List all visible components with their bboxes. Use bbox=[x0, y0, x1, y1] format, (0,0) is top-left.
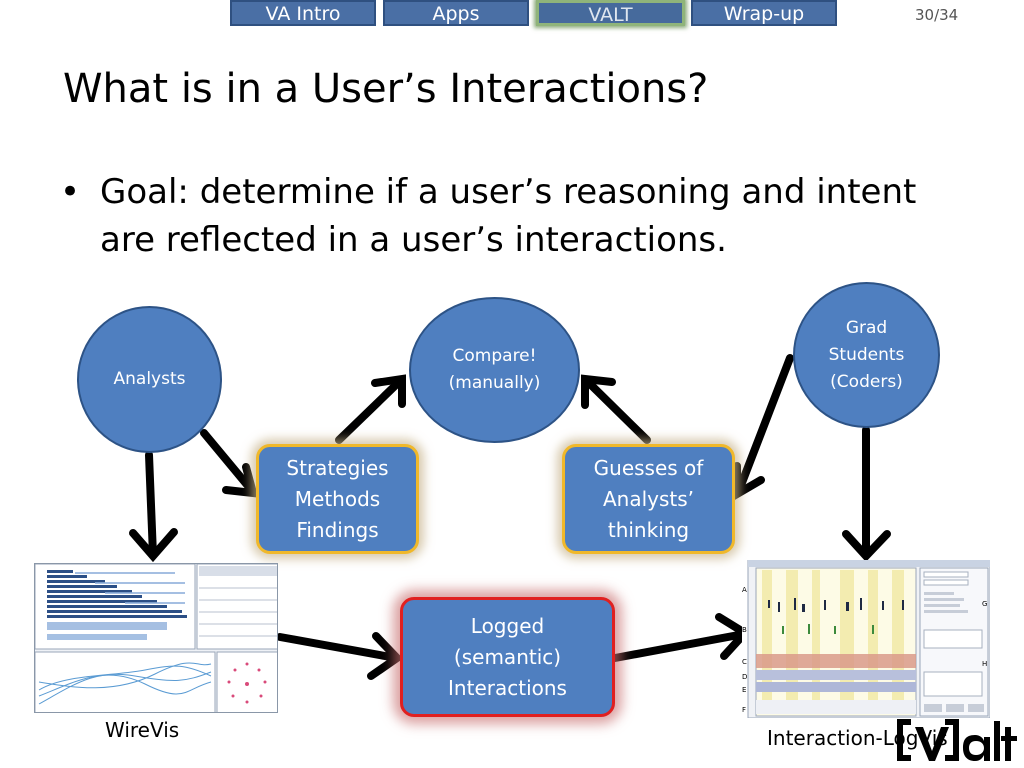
arrow-analysts-to-strategies bbox=[200, 429, 259, 498]
log-marker-a: A bbox=[742, 586, 747, 594]
arrow-logged-to-interactionlog bbox=[611, 613, 752, 662]
logged-interactions-box: Logged (semantic) Interactions bbox=[400, 597, 615, 717]
tab-va-intro[interactable]: VA Intro bbox=[230, 0, 376, 26]
log-marker-g: G bbox=[982, 600, 988, 608]
compare-label: Compare! (manually) bbox=[448, 346, 541, 393]
wirevis-caption: WireVis bbox=[105, 718, 180, 742]
compare-node: Compare! (manually) bbox=[409, 297, 580, 443]
guesses-box: Guesses of Analysts’ thinking bbox=[562, 444, 735, 554]
strategies-label: Strategies Methods Findings bbox=[286, 455, 389, 542]
log-marker-f: F bbox=[742, 706, 747, 714]
guesses-label: Guesses of Analysts’ thinking bbox=[593, 455, 704, 542]
logged-interactions-label: Logged (semantic) Interactions bbox=[448, 613, 567, 700]
arrow-analysts-to-wirevis bbox=[129, 451, 178, 563]
bullet-dot: • bbox=[60, 172, 81, 212]
log-marker-h: H bbox=[982, 660, 988, 668]
log-marker-d: D bbox=[742, 673, 748, 681]
slide-title: What is in a User’s Interactions? bbox=[63, 66, 709, 112]
valt-logo bbox=[897, 719, 1017, 761]
log-marker-b: B bbox=[742, 626, 747, 634]
page-number: 30/34 bbox=[915, 6, 959, 24]
tab-wrap-up[interactable]: Wrap-up bbox=[691, 0, 837, 26]
bullet-text: Goal: determine if a user’s reasoning an… bbox=[100, 172, 917, 260]
arrow-grad-to-guesses bbox=[733, 354, 794, 501]
arrow-wirevis-to-logged bbox=[276, 632, 404, 680]
log-marker-c: C bbox=[742, 658, 747, 666]
interaction-logvis-screenshot: A B C D E F G H bbox=[742, 560, 990, 718]
wirevis-thumbnail-graphic bbox=[35, 564, 277, 712]
tab-valt[interactable]: VALT bbox=[536, 0, 685, 26]
grad-students-label: Grad Students (Coders) bbox=[828, 317, 905, 392]
grad-students-node: Grad Students (Coders) bbox=[793, 282, 940, 428]
arrow-guesses-to-compare bbox=[581, 374, 651, 444]
arrow-grad-to-interactionlog bbox=[842, 426, 891, 562]
interaction-logvis-thumbnail-graphic bbox=[747, 560, 990, 718]
arrow-strategies-to-compare bbox=[335, 374, 406, 444]
strategies-box: Strategies Methods Findings bbox=[256, 444, 419, 554]
tab-apps[interactable]: Apps bbox=[383, 0, 529, 26]
wirevis-screenshot bbox=[34, 563, 278, 713]
analysts-node: Analysts bbox=[77, 306, 222, 453]
log-marker-e: E bbox=[742, 686, 747, 694]
